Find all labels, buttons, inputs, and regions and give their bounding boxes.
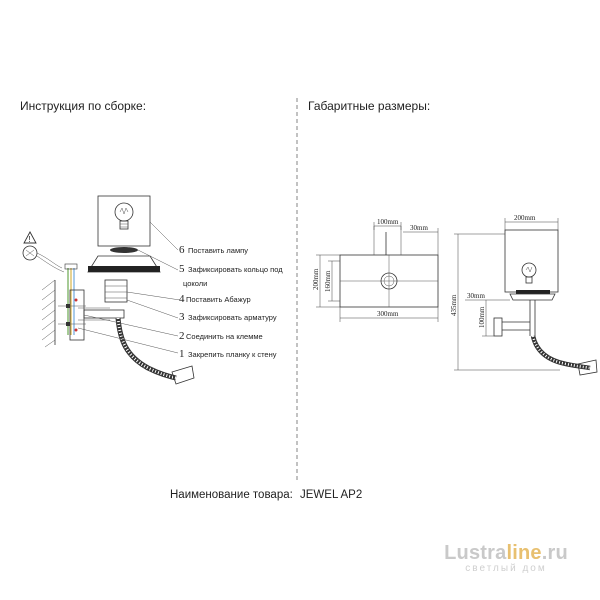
dim-base-height: 100mm: [478, 306, 486, 328]
assembly-illustration: !: [22, 195, 195, 385]
dim-top-width: 100mm: [377, 218, 399, 226]
side-view-dimensions: 200mm 435mm 30mm 100mm: [450, 214, 536, 328]
side-view: [454, 218, 598, 376]
step-2-text: Соединить на клемме: [186, 332, 263, 341]
dim-top-offset: 30mm: [410, 224, 428, 232]
front-view-dimensions: 100mm 30mm 200mm 160mm 300mm: [312, 218, 428, 318]
svg-text:!: !: [29, 235, 31, 244]
front-view: [316, 222, 439, 322]
brand-main-text: Lustra: [444, 542, 507, 564]
step-1-text: Закрепить планку к стену: [188, 350, 277, 359]
brand-logo: Lustraline.ru светлый дом: [426, 542, 586, 574]
step-5-text: Зафиксировать кольцо под: [188, 265, 283, 274]
dim-arm-offset: 30mm: [467, 292, 485, 300]
dimensions-heading: Габаритные размеры:: [308, 99, 430, 113]
step-6-text: Поставить лампу: [188, 246, 248, 255]
brand-accent-text: line: [506, 542, 542, 564]
step-4-text: Поставить Абажур: [186, 295, 251, 304]
step-6-number: 6: [179, 244, 185, 256]
dim-shade-width: 200mm: [514, 214, 536, 222]
warning-icon: !: [23, 231, 37, 244]
product-name: JEWEL AP2: [300, 489, 362, 501]
step-5-number: 5: [179, 263, 185, 275]
dim-height-inner: 160mm: [324, 270, 332, 292]
lamp-bulb-icon: [114, 202, 134, 230]
dim-width: 300mm: [377, 310, 399, 318]
step-1-number: 1: [179, 348, 185, 360]
brand-tld-text: .ru: [541, 542, 568, 564]
product-label: Наименование товара: JEWEL AP2: [170, 489, 362, 501]
step-2-number: 2: [179, 330, 185, 342]
brand-tagline: светлый дом: [465, 563, 547, 574]
assembly-heading: Инструкция по сборке:: [20, 99, 146, 113]
step-5-text-continued: цоколи: [183, 279, 207, 288]
dim-height-outer: 200mm: [312, 268, 320, 290]
assembly-steps: 6 Поставить лампу 5 Зафиксировать кольцо…: [179, 244, 283, 360]
step-4-number: 4: [179, 293, 185, 305]
step-3-number: 3: [179, 311, 185, 323]
brand-wordmark: Lustraline.ru: [426, 542, 586, 565]
dim-total-height: 435mm: [450, 294, 458, 316]
product-label-text: Наименование товара:: [170, 489, 293, 501]
step-3-text: Зафиксировать арматуру: [188, 313, 277, 322]
